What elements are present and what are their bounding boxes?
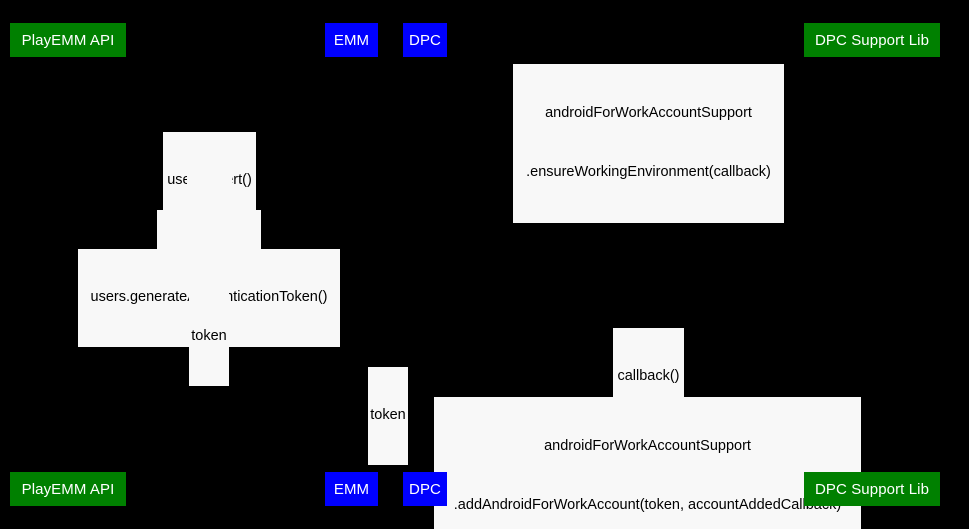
lifeline-dpc bbox=[424, 57, 425, 472]
message-line-1: callback() bbox=[617, 368, 680, 384]
message-label-ensure-working-environment: androidForWorkAccountSupport .ensureWork… bbox=[513, 64, 784, 223]
lifeline-dpclib bbox=[871, 57, 872, 472]
message-line-2: .ensureWorkingEnvironment(callback) bbox=[526, 163, 771, 180]
participant-label: DPC Support Lib bbox=[814, 31, 930, 49]
message-label-token-to-emm: token bbox=[189, 288, 229, 386]
participant-label: EMM bbox=[333, 480, 370, 498]
lifeline-emm bbox=[350, 57, 351, 472]
message-label-token-to-dpc: token bbox=[368, 367, 408, 465]
message-line-2: .addAndroidForWorkAccount(token, account… bbox=[453, 496, 842, 513]
participant-label: DPC Support Lib bbox=[814, 480, 930, 498]
participant-dpc-support-lib-top[interactable]: DPC Support Lib bbox=[804, 23, 940, 57]
participant-label: EMM bbox=[333, 31, 370, 49]
lifeline-playemm bbox=[67, 57, 68, 472]
participant-playemm-api-top[interactable]: PlayEMM API bbox=[10, 23, 126, 57]
message-label-add-android-for-work-account: androidForWorkAccountSupport .addAndroid… bbox=[434, 397, 861, 529]
participant-dpc-bottom[interactable]: DPC bbox=[403, 472, 447, 506]
participant-playemm-api-bottom[interactable]: PlayEMM API bbox=[10, 472, 126, 506]
participant-label: PlayEMM API bbox=[21, 480, 115, 498]
participant-emm-top[interactable]: EMM bbox=[325, 23, 378, 57]
message-line-1: androidForWorkAccountSupport bbox=[545, 105, 752, 121]
participant-label: DPC bbox=[409, 31, 441, 49]
message-line-1: androidForWorkAccountSupport bbox=[544, 438, 751, 454]
participant-label: PlayEMM API bbox=[21, 31, 115, 49]
participant-dpc-support-lib-bottom[interactable]: DPC Support Lib bbox=[804, 472, 940, 506]
message-line-1: token bbox=[191, 328, 227, 344]
participant-emm-bottom[interactable]: EMM bbox=[325, 472, 378, 506]
participant-dpc-top[interactable]: DPC bbox=[403, 23, 447, 57]
message-line-1: token bbox=[370, 407, 406, 423]
participant-label: DPC bbox=[409, 480, 441, 498]
